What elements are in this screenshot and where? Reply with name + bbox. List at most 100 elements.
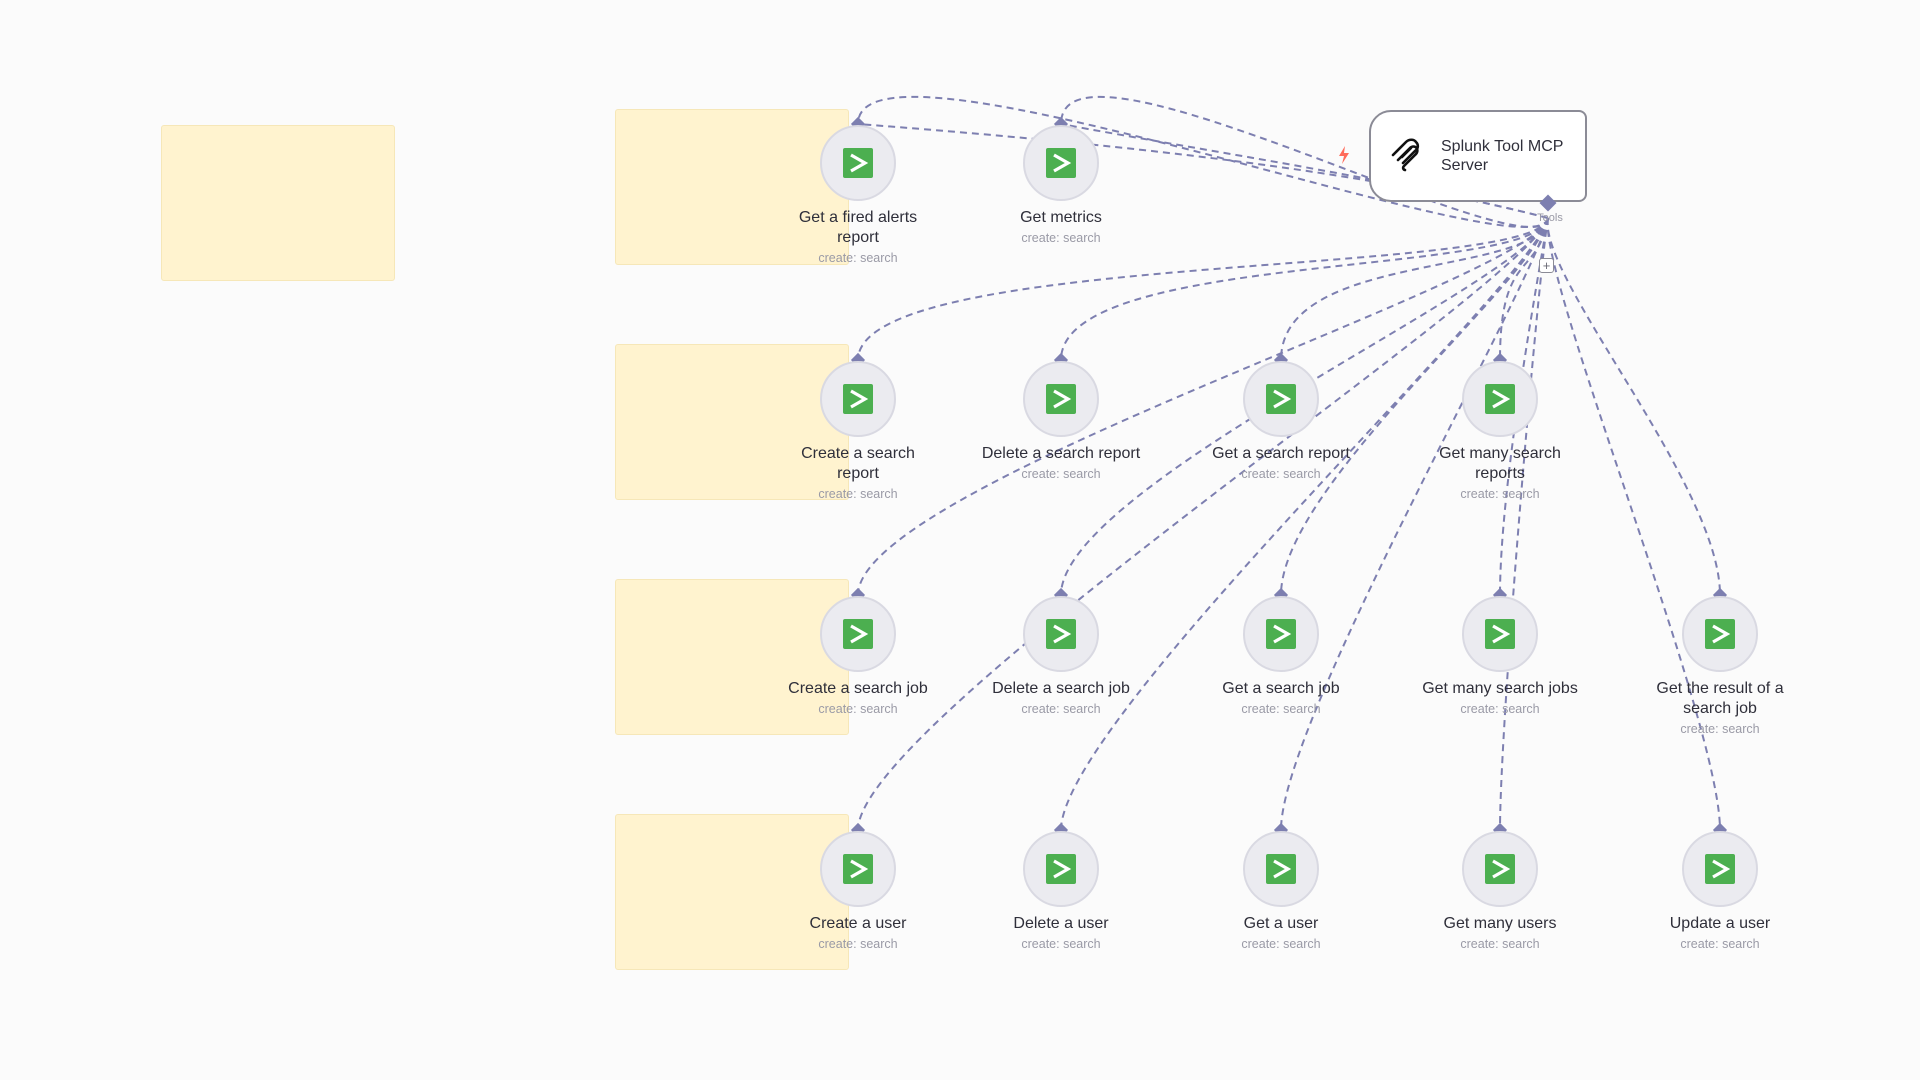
tool-node-title: Delete a search report — [981, 445, 1141, 462]
tool-node-label: Update a user create: search — [1640, 914, 1800, 953]
tool-node-title: Create a user — [809, 915, 907, 932]
tool-connection — [1280, 217, 1549, 831]
tool-node-subtitle: create: search — [1680, 722, 1760, 736]
tool-node-get-many-search-reports[interactable] — [1462, 361, 1538, 437]
tool-node-subtitle: create: search — [1241, 467, 1321, 481]
tool-node-delete-search-report[interactable] — [1023, 361, 1099, 437]
tool-connection — [1060, 217, 1549, 831]
tool-node-label: Get a fired alerts report create: search — [778, 208, 938, 267]
sticky-note[interactable] — [615, 109, 849, 265]
tool-connection — [1280, 217, 1549, 361]
splunk-icon — [1046, 854, 1076, 884]
tool-node-create-user[interactable] — [820, 831, 896, 907]
tool-connection — [1499, 217, 1549, 361]
tool-node-title: Delete a user — [1013, 915, 1109, 932]
splunk-icon — [1046, 148, 1076, 178]
splunk-icon — [1485, 384, 1515, 414]
tool-node-label: Get metrics create: search — [981, 208, 1141, 247]
tool-node-title: Update a user — [1669, 915, 1771, 932]
tool-node-subtitle: create: search — [1460, 937, 1540, 951]
splunk-icon — [1046, 619, 1076, 649]
sticky-note[interactable] — [615, 344, 849, 500]
splunk-icon — [843, 148, 873, 178]
tool-node-label: Get many search jobs create: search — [1420, 679, 1580, 718]
splunk-icon — [1046, 384, 1076, 414]
tool-node-title: Get many search reports — [1439, 445, 1561, 482]
sticky-note[interactable] — [161, 125, 395, 281]
tool-node-label: Get a search report create: search — [1201, 444, 1361, 483]
tool-node-get-search-job-result[interactable] — [1682, 596, 1758, 672]
tool-node-subtitle: create: search — [1241, 937, 1321, 951]
tool-node-title: Get many users — [1443, 915, 1557, 932]
tool-node-title: Create a search job — [788, 680, 928, 697]
mcp-icon — [1391, 138, 1420, 172]
mcp-server-title: Splunk Tool MCP Server — [1441, 138, 1564, 174]
tool-node-title: Delete a search job — [992, 680, 1130, 697]
splunk-icon — [1266, 854, 1296, 884]
tool-node-get-search-report[interactable] — [1243, 361, 1319, 437]
tool-node-subtitle: create: search — [1021, 231, 1101, 245]
tool-node-get-many-users[interactable] — [1462, 831, 1538, 907]
tool-node-label: Get a user create: search — [1201, 914, 1361, 953]
tool-connection — [857, 217, 1549, 361]
sticky-note[interactable] — [615, 579, 849, 735]
tool-node-title: Get the result of a search job — [1656, 680, 1784, 717]
splunk-icon — [1266, 619, 1296, 649]
splunk-icon — [843, 619, 873, 649]
tool-node-subtitle: create: search — [1680, 937, 1760, 951]
tool-node-subtitle: create: search — [818, 487, 898, 501]
tool-node-subtitle: create: search — [1460, 702, 1540, 716]
tool-node-fired-alerts[interactable] — [820, 125, 896, 201]
tool-node-label: Get many users create: search — [1420, 914, 1580, 953]
tool-node-subtitle: create: search — [1460, 487, 1540, 501]
tool-connection — [1499, 217, 1549, 831]
tool-connection — [857, 217, 1549, 831]
tool-connection — [1546, 217, 1721, 596]
tool-node-metrics[interactable] — [1023, 125, 1099, 201]
tool-node-label: Create a search job create: search — [778, 679, 938, 718]
tool-node-label: Delete a search report create: search — [981, 444, 1141, 483]
tool-node-update-user[interactable] — [1682, 831, 1758, 907]
tool-connection — [857, 217, 1549, 596]
splunk-icon — [1485, 854, 1515, 884]
tool-node-label: Get a search job create: search — [1201, 679, 1361, 718]
tool-node-title: Get a search job — [1222, 680, 1340, 697]
tool-node-title: Get many search jobs — [1422, 680, 1578, 697]
splunk-icon — [1705, 619, 1735, 649]
tool-node-get-many-search-jobs[interactable] — [1462, 596, 1538, 672]
splunk-icon — [1485, 619, 1515, 649]
tool-node-get-user[interactable] — [1243, 831, 1319, 907]
add-tool-button[interactable]: + — [1539, 258, 1554, 273]
tool-node-title: Get a search report — [1212, 445, 1350, 462]
splunk-icon — [843, 384, 873, 414]
tool-node-label: Get many search reports create: search — [1420, 444, 1580, 503]
tool-node-label: Get the result of a search job create: se… — [1640, 679, 1800, 738]
splunk-icon — [1266, 384, 1296, 414]
tool-node-delete-user[interactable] — [1023, 831, 1099, 907]
tool-node-title: Get metrics — [1020, 209, 1102, 226]
splunk-icon — [1705, 854, 1735, 884]
tool-node-delete-search-job[interactable] — [1023, 596, 1099, 672]
tool-node-subtitle: create: search — [1021, 702, 1101, 716]
tool-node-title: Create a search report — [801, 445, 915, 482]
tool-node-create-search-report[interactable] — [820, 361, 896, 437]
tool-node-subtitle: create: search — [818, 937, 898, 951]
mcp-server-node[interactable]: Splunk Tool MCP Server — [1369, 110, 1587, 202]
tool-node-title: Get a fired alerts report — [798, 209, 918, 246]
tool-node-subtitle: create: search — [1241, 702, 1321, 716]
splunk-icon — [843, 854, 873, 884]
tool-node-create-search-job[interactable] — [820, 596, 896, 672]
tool-node-get-search-job[interactable] — [1243, 596, 1319, 672]
tools-connector-label: Tools — [1537, 212, 1563, 224]
tool-connection — [1546, 217, 1721, 831]
tool-node-subtitle: create: search — [1021, 467, 1101, 481]
tool-node-label: Delete a search job create: search — [981, 679, 1141, 718]
tool-node-title: Get a user — [1243, 915, 1319, 932]
tool-node-subtitle: create: search — [818, 251, 898, 265]
tool-node-label: Create a user create: search — [778, 914, 938, 953]
tool-node-subtitle: create: search — [818, 702, 898, 716]
tool-node-label: Create a search report create: search — [778, 444, 938, 503]
sticky-note[interactable] — [615, 814, 849, 970]
